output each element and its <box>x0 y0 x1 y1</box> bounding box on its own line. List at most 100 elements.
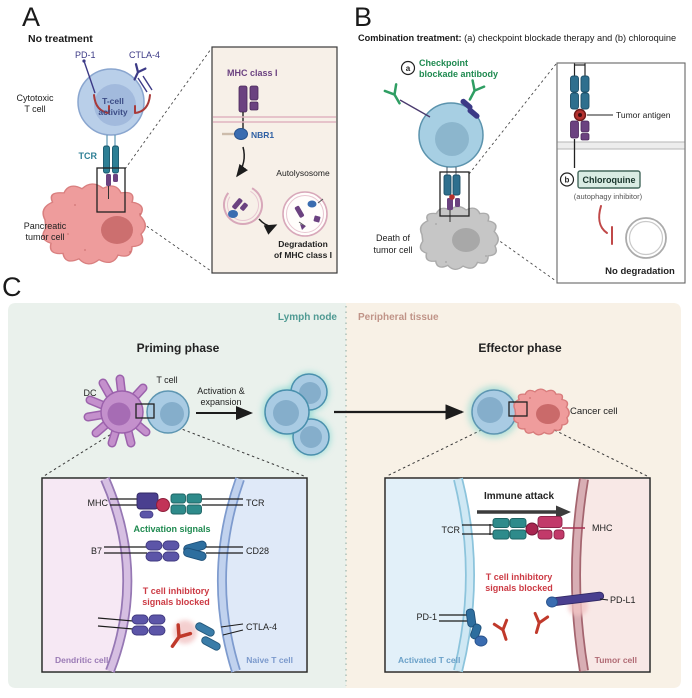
ctla4-label-left-inset: CTLA-4 <box>246 622 277 632</box>
activation-expansion-label-1: Activation & <box>197 386 245 396</box>
effector-t-cell <box>468 386 520 438</box>
badge-b-circle <box>559 172 575 187</box>
cancer-cell-label: Cancer cell <box>570 406 618 417</box>
priming-t-cell <box>146 390 190 434</box>
intact-autolysosome <box>625 217 667 259</box>
cytotoxic-t-cell <box>77 68 145 147</box>
phagophore <box>223 185 263 225</box>
inhibitory-blocked-label-2: signals blocked <box>142 597 210 607</box>
b7-label: B7 <box>91 546 102 556</box>
tumor-antigen-label: Tumor antigen <box>616 110 671 120</box>
pd1-label-right-inset: PD-1 <box>416 612 437 622</box>
tcr-top-bracket <box>573 63 586 76</box>
immune-attack-label: Immune attack <box>484 491 554 502</box>
arrow-to-autolysosome <box>258 218 278 235</box>
tcr-columns <box>570 75 590 110</box>
no-degradation-label: No degradation <box>605 266 675 277</box>
autolysosome <box>282 191 328 237</box>
death-label-2: tumor cell <box>373 245 412 255</box>
degradation-label-2: of MHC class I <box>274 250 332 260</box>
tumor-antigen-dot <box>573 108 587 122</box>
inhibitory-blocked-label-right-1: T cell inhibitory <box>486 572 553 582</box>
tcr-label-right-inset: TCR <box>442 525 461 535</box>
tumor-label-1: Pancreatic <box>24 221 67 231</box>
arrow-to-phagophore <box>236 146 248 178</box>
panel-b-title-rest: (a) checkpoint blockade therapy and (b) … <box>461 33 677 43</box>
dendritic-cell-graphic <box>83 374 151 448</box>
b7-cd28-complex <box>104 540 243 562</box>
priming-synapse-inset: MHC TCR Activation signals B7 <box>41 476 308 673</box>
lymph-node-label: Lymph node <box>278 312 338 323</box>
panel-b-title-bold: Combination treatment: <box>358 33 462 43</box>
dead-tumor-cell <box>420 207 498 270</box>
dc-label: DC <box>84 388 97 398</box>
effector-synapse-inset: Immune attack <box>384 477 651 673</box>
ctla4-receptor <box>128 63 153 114</box>
inset-b-membrane <box>557 141 685 150</box>
dendritic-cell-label: Dendritic cell <box>55 655 108 665</box>
tumor-cell-label: Tumor cell <box>595 655 637 665</box>
ctla4-label: CTLA-4 <box>129 50 160 60</box>
panel-a-title: No treatment <box>28 33 93 45</box>
degradation-label-1: Degradation <box>278 239 328 249</box>
pancreatic-tumor-cell <box>43 184 145 264</box>
priming-phase-label: Priming phase <box>137 341 220 355</box>
checkpoint-antibody-label-2: blockade antibody <box>419 69 498 79</box>
panel-a-illustration: PD-1 CTLA-4 Cytotoxic T cell T-cell acti… <box>16 46 338 274</box>
panel-a-letter: A <box>22 2 41 32</box>
panel-b-letter: B <box>354 2 373 32</box>
death-label-1: Death of <box>376 233 411 243</box>
activated-t-cell-label: Activated T cell <box>398 655 460 665</box>
pdl1-label: PD-L1 <box>610 595 636 605</box>
pd1-pdl1-blocked-complex <box>439 591 609 647</box>
chloroquine-box <box>577 170 641 189</box>
badge-a-label: a <box>406 64 411 73</box>
panel-a-inset: MHC class I NBR1 <box>211 46 338 274</box>
mhc-label: MHC <box>88 498 109 508</box>
chloroquine-label: Chloroquine <box>583 175 636 185</box>
dendritic-cell-region <box>43 479 128 671</box>
mhc-class1-molecule <box>238 85 259 113</box>
tcr-label-left-inset: TCR <box>246 498 265 508</box>
immune-attack-arrow <box>477 505 571 519</box>
ctla4-blocked-complex <box>97 614 244 653</box>
expanded-t-cell-cluster <box>262 372 331 457</box>
badge-b-label: b <box>565 176 570 185</box>
naive-t-cell-region <box>221 479 306 671</box>
nbr1-molecule <box>222 128 248 140</box>
autophagy-inhibitor-label: (autophagy inhibitor) <box>574 192 643 201</box>
checkpoint-antibody-label-1: Checkpoint <box>419 58 468 68</box>
inset-b-mhc <box>570 120 590 141</box>
panel-a-zoom-rect <box>96 167 126 213</box>
badge-a-circle <box>400 60 416 76</box>
t-cell-label: T cell <box>156 375 177 385</box>
activation-signals-label: Activation signals <box>133 524 210 534</box>
mhc-label-right-inset: MHC <box>592 523 613 533</box>
tcr-receptor <box>103 145 119 174</box>
naive-t-cell-label: Naive T cell <box>246 655 293 665</box>
inhibitory-blocked-label-1: T cell inhibitory <box>143 586 210 596</box>
tcell-activity-label-1: T-cell <box>102 96 124 106</box>
autolysosome-label: Autolysosome <box>276 168 330 178</box>
mhc-tcr-complex <box>110 492 243 519</box>
pd1-label: PD-1 <box>75 50 96 60</box>
cytotoxic-label-2: T cell <box>24 104 45 114</box>
mhc-class1-label: MHC class I <box>227 68 278 78</box>
tcr-label: TCR <box>79 151 98 161</box>
priming-zoom-rect <box>135 403 155 419</box>
panel-b-zoom-rect <box>439 171 470 222</box>
cytotoxic-label-1: Cytotoxic <box>16 93 54 103</box>
effector-phase-label: Effector phase <box>478 341 562 355</box>
pd1-inhibition <box>82 59 110 114</box>
tcell-activity-label-2: activity <box>98 107 128 117</box>
effector-tcr-mhc-complex <box>462 516 585 540</box>
inhibitory-blocked-label-right-2: signals blocked <box>485 583 553 593</box>
cancer-cell-graphic <box>514 389 569 435</box>
activation-expansion-label-2: expansion <box>200 397 241 407</box>
panel-c-letter: C <box>2 272 22 302</box>
tumor-cell-region <box>576 479 649 671</box>
panel-b-t-cell <box>418 102 484 175</box>
panel-c-illustration: Lymph node Peripheral tissue Priming pha… <box>8 303 681 688</box>
